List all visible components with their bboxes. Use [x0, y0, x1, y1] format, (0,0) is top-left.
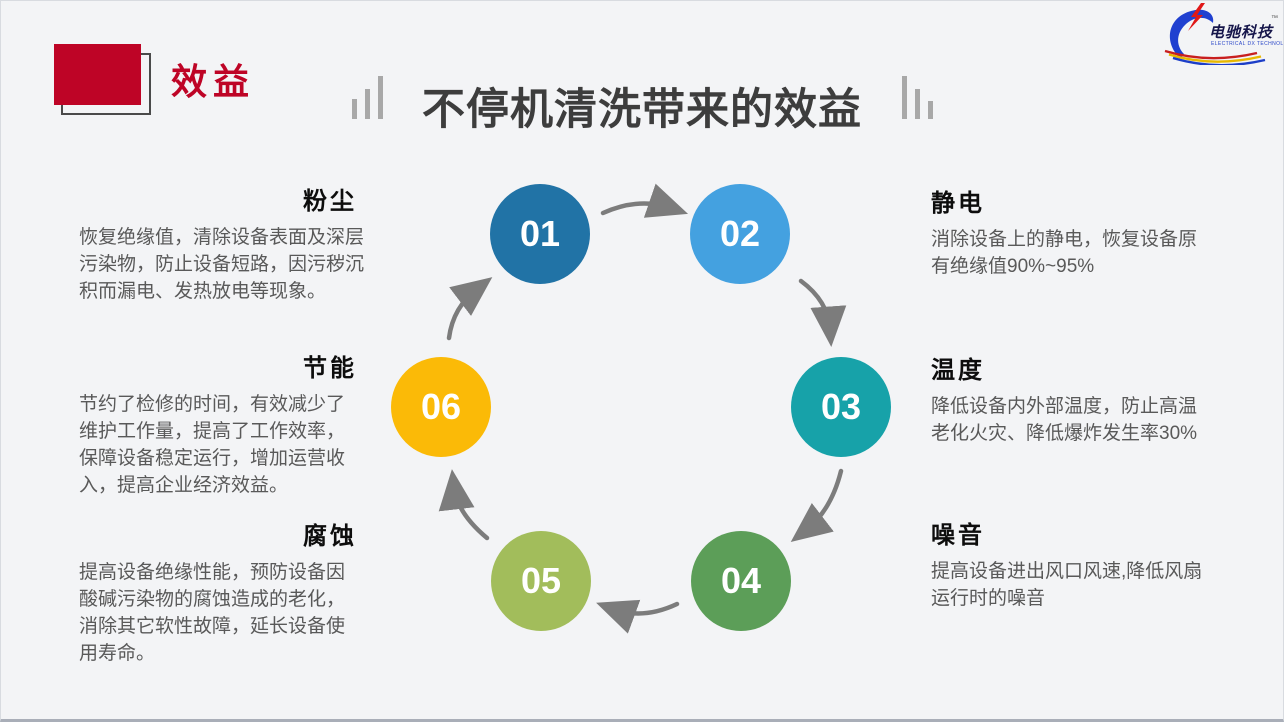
arrow-02-to-03-icon	[798, 278, 847, 347]
benefit-block-energy: 节能 节约了检修的时间，有效减少了 维护工作量，提高了工作效率， 保障设备稳定运…	[79, 348, 379, 499]
company-logo: 电驰科技 ELECTRICAL DX TECHNOLOGY ™	[1161, 3, 1283, 65]
arrow-05-to-06-icon	[438, 469, 490, 541]
logo-lightning-icon	[1188, 3, 1205, 31]
section-label: 效益	[171, 61, 256, 102]
cycle-step-06: 06	[391, 357, 491, 457]
step-number: 06	[420, 386, 462, 427]
benefit-title: 噪音	[931, 522, 985, 549]
cycle-arrows	[438, 183, 847, 634]
benefit-block-noise: 噪音 提高设备进出风口风速,降低风扇 运行时的噪音	[931, 515, 1241, 612]
benefit-block-dust: 粉尘 恢复绝缘值，清除设备表面及深层 污染物，防止设备短路，因污秽沉 积而漏电、…	[79, 181, 379, 305]
logo-company-name: 电驰科技	[1209, 25, 1274, 41]
benefit-body: 提高设备绝缘性能，预防设备因 酸碱污染物的腐蚀造成的老化， 消除其它软性故障，延…	[79, 562, 346, 664]
step-number: 01	[519, 213, 561, 254]
benefit-body: 恢复绝缘值，清除设备表面及深层 污染物，防止设备短路，因污秽沉 积而漏电、发热放…	[79, 227, 365, 302]
logo-graphic-icon	[1164, 3, 1266, 65]
arrow-04-to-05-icon	[596, 599, 680, 634]
step-number: 03	[820, 386, 862, 427]
page-title: 不停机清洗带来的效益	[422, 86, 862, 134]
benefit-body: 提高设备进出风口风速,降低风扇 运行时的噪音	[931, 561, 1203, 609]
cycle-step-05: 05	[491, 531, 591, 631]
step-number: 04	[720, 560, 762, 601]
logo-stripe-red	[1164, 49, 1258, 60]
step-number: 05	[520, 560, 562, 601]
benefit-title: 静电	[931, 190, 985, 217]
cycle-step-03: 03	[791, 357, 891, 457]
cycle-step-02: 02	[690, 184, 790, 284]
arrow-06-to-01-icon	[446, 277, 493, 341]
decor-red-rectangle	[54, 44, 141, 105]
title-bars-right-icon	[902, 76, 933, 119]
logo-d-swoosh	[1169, 9, 1214, 58]
benefit-title: 温度	[931, 357, 985, 384]
title-bars-left-icon	[352, 76, 383, 119]
logo-trademark: ™	[1271, 15, 1278, 22]
benefit-block-static: 静电 消除设备上的静电，恢复设备原 有绝缘值90%~95%	[931, 183, 1241, 280]
arrow-03-to-04-icon	[790, 468, 844, 542]
benefit-block-corrosion: 腐蚀 提高设备绝缘性能，预防设备因 酸碱污染物的腐蚀造成的老化， 消除其它软性故…	[79, 516, 379, 667]
benefit-body: 消除设备上的静电，恢复设备原 有绝缘值90%~95%	[931, 229, 1198, 277]
cycle-step-01: 01	[490, 184, 590, 284]
benefit-title: 腐蚀	[303, 523, 357, 550]
benefit-title: 节能	[303, 355, 357, 382]
logo-stripe-yellow	[1168, 53, 1262, 63]
arrow-01-to-02-icon	[600, 183, 689, 218]
benefit-block-temperature: 温度 降低设备内外部温度，防止高温 老化火灾、降低爆炸发生率30%	[931, 350, 1241, 447]
logo-stripe-blue	[1172, 56, 1266, 65]
benefit-title: 粉尘	[303, 188, 357, 215]
logo-subtitle: ELECTRICAL DX TECHNOLOGY	[1211, 41, 1284, 47]
benefit-body: 节约了检修的时间，有效减少了 维护工作量，提高了工作效率， 保障设备稳定运行，增…	[79, 394, 346, 496]
cycle-step-04: 04	[691, 531, 791, 631]
benefit-body: 降低设备内外部温度，防止高温 老化火灾、降低爆炸发生率30%	[931, 396, 1198, 444]
step-number: 02	[719, 213, 761, 254]
